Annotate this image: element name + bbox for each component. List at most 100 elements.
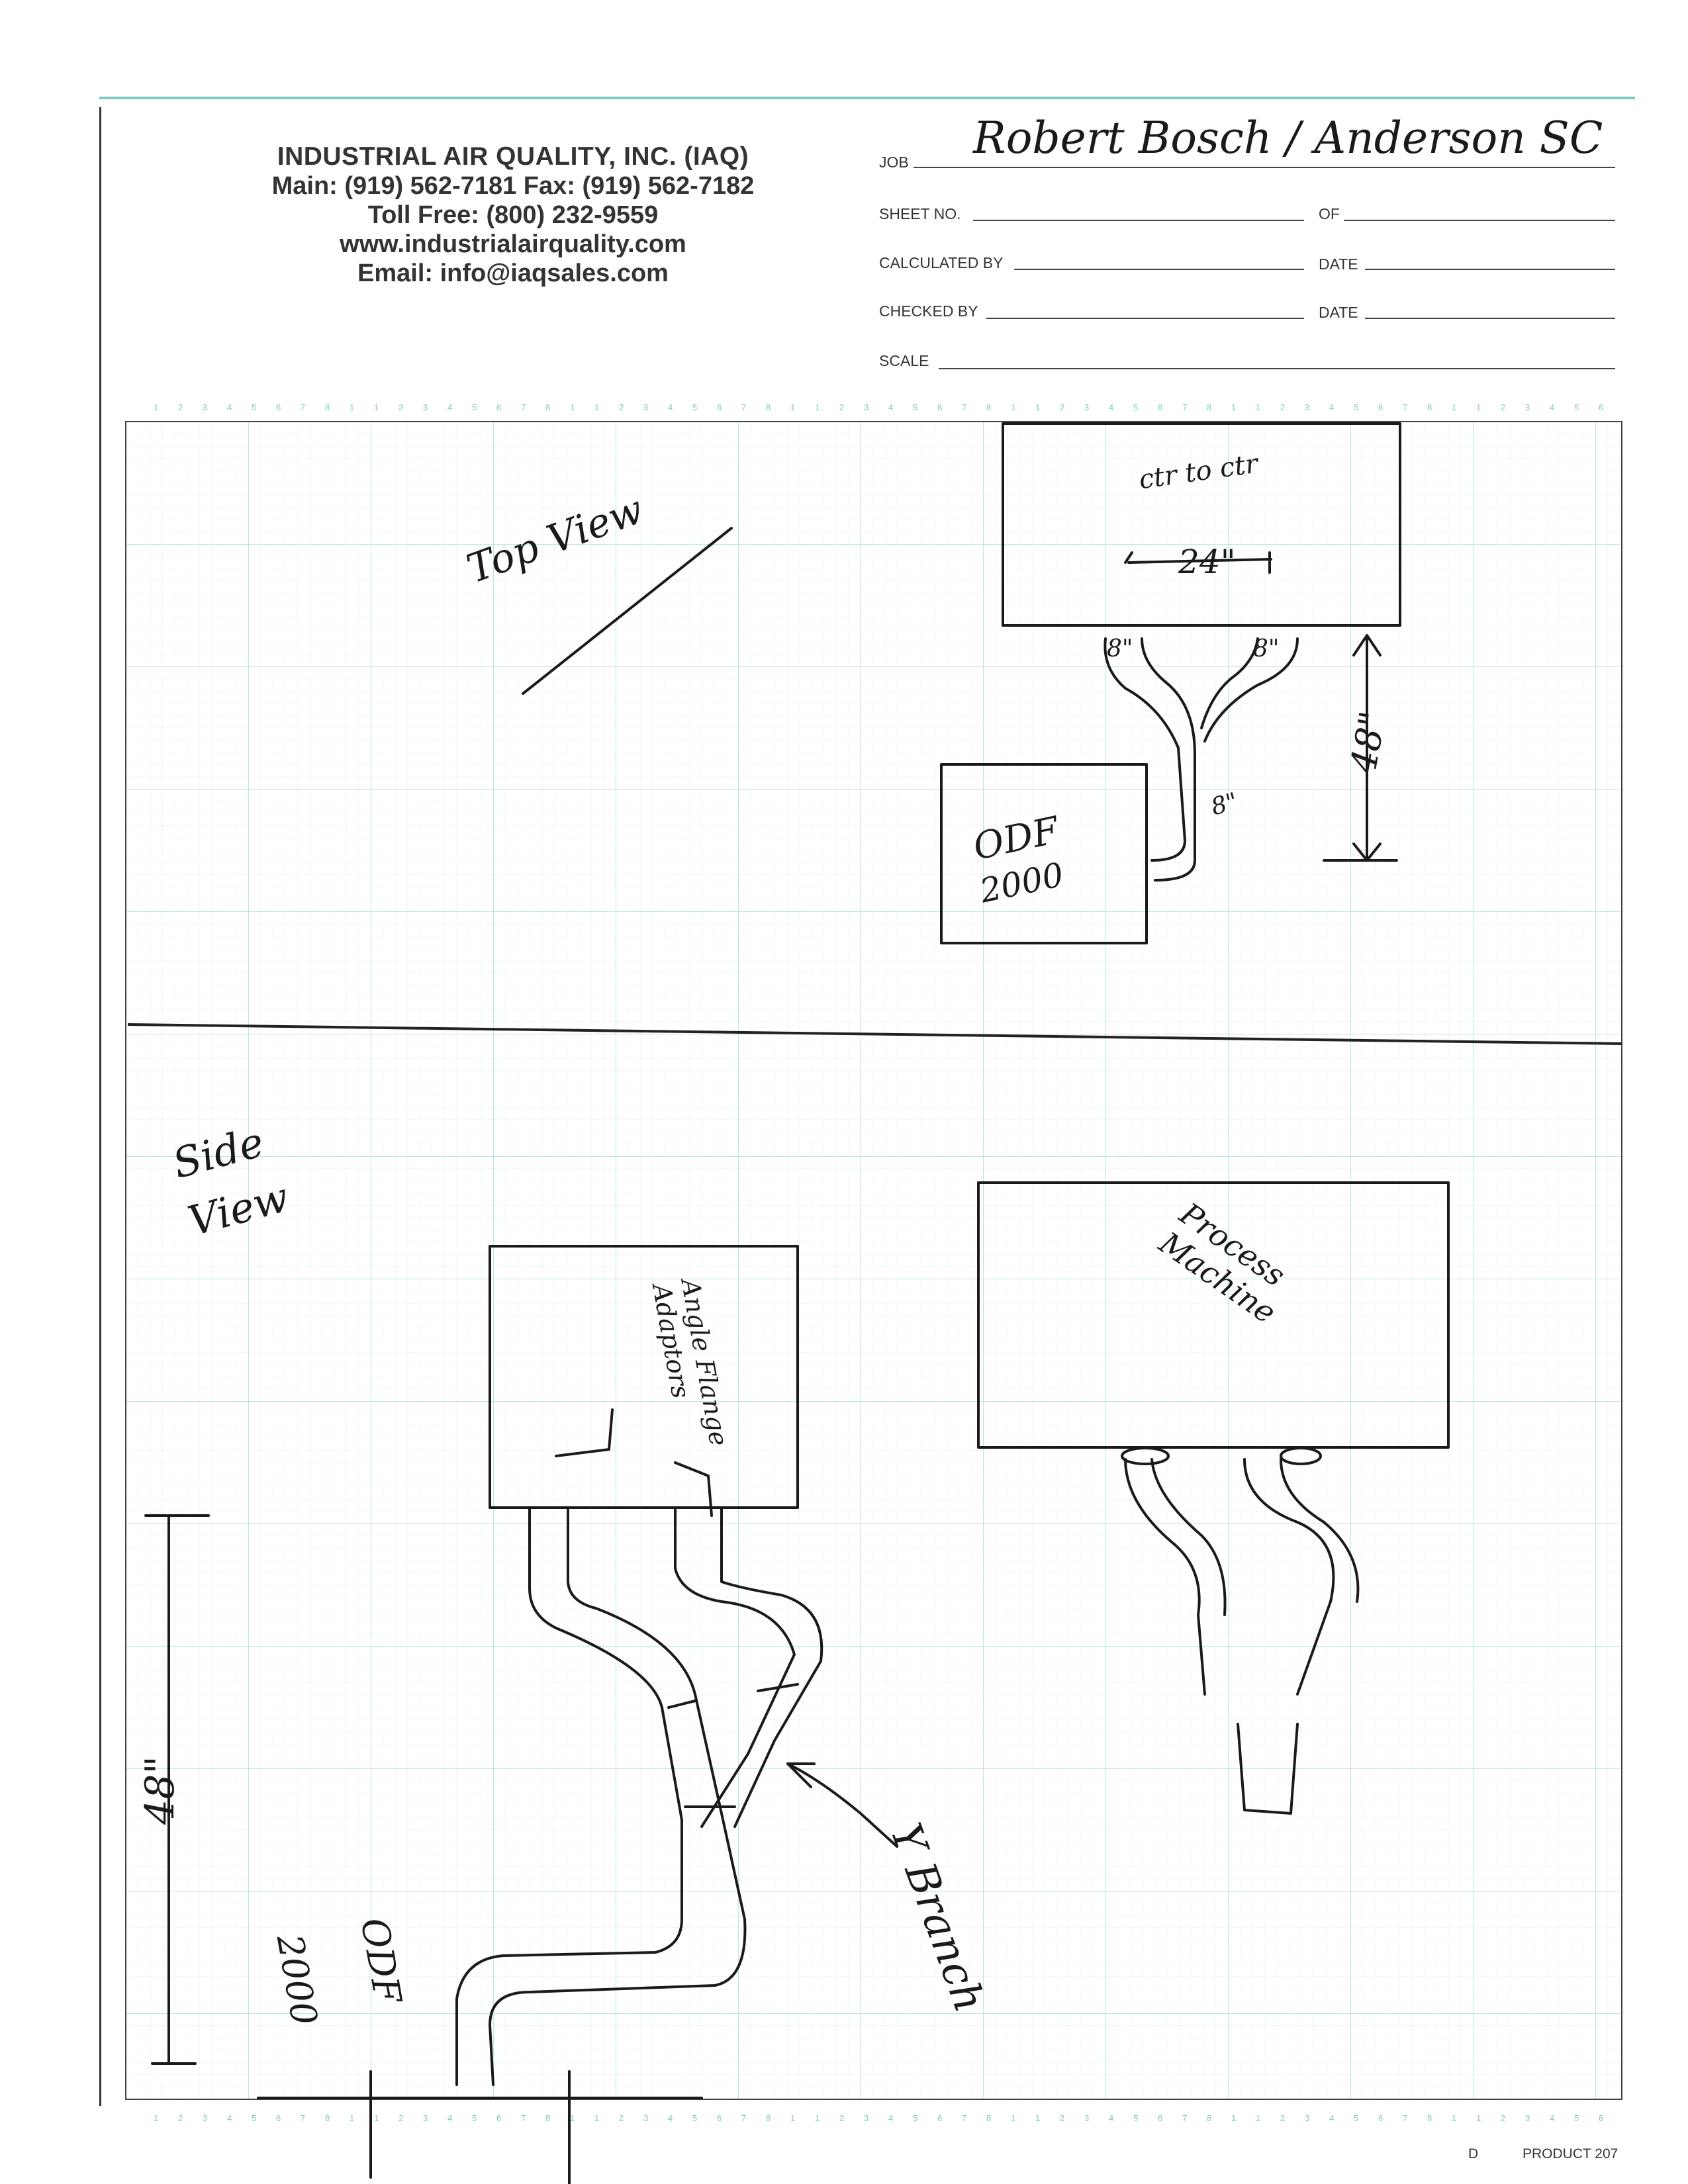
- ruler-digit: 7: [741, 2113, 747, 2123]
- ruler-digit: 1: [350, 2113, 355, 2123]
- ruler-digit: 2: [1501, 2113, 1506, 2123]
- ruler-digit: 6: [1599, 2113, 1604, 2123]
- company-name: INDUSTRIAL AIR QUALITY, INC. (IAQ): [277, 142, 749, 171]
- ruler-digit: 7: [1182, 402, 1188, 412]
- ruler-digit: 8: [766, 402, 771, 412]
- ruler-digit: 2: [178, 402, 183, 412]
- ruler-digit: 1: [570, 402, 575, 412]
- ruler-digit: 6: [276, 402, 281, 412]
- sheet-line: [973, 220, 1304, 221]
- ruler-digit: 1: [374, 402, 379, 412]
- frame-left-border: [99, 107, 101, 2106]
- ruler-digit: 1: [1256, 402, 1261, 412]
- ruler-digit: 7: [521, 2113, 526, 2123]
- ruler-digit: 1: [594, 2113, 600, 2123]
- scale-line: [939, 368, 1615, 369]
- ruler-digit: 3: [423, 2113, 428, 2123]
- ruler-digit: 1: [570, 2113, 575, 2123]
- ruler-digit: 1: [790, 2113, 796, 2123]
- ruler-digit: 4: [1550, 402, 1555, 412]
- side-duct-right-outer: [720, 1508, 823, 1828]
- ruler-digit: 6: [717, 2113, 722, 2123]
- view-divider: [127, 1023, 1622, 1045]
- ruler-digit: 1: [594, 402, 600, 412]
- ruler-digit: 2: [1060, 2113, 1065, 2123]
- top-duct-left: [1103, 637, 1186, 862]
- ruler-digit: 2: [399, 2113, 404, 2123]
- ruler-digit: 6: [496, 2113, 502, 2123]
- ruler-digit: 6: [276, 2113, 281, 2123]
- ruler-digit: 7: [521, 402, 526, 412]
- of-label: OF: [1319, 205, 1340, 222]
- ruler-digit: 6: [496, 402, 502, 412]
- ruler-digit: 1: [374, 2113, 379, 2123]
- ruler-digit: 5: [1133, 2113, 1139, 2123]
- ruler-digit: 8: [325, 2113, 330, 2123]
- ruler-digit: 3: [1525, 2113, 1530, 2123]
- ruler-digit: 1: [815, 2113, 820, 2123]
- ruler-digit: 2: [619, 2113, 624, 2123]
- ruler-digit: 1: [1256, 2113, 1261, 2123]
- ruler-digit: 6: [1158, 2113, 1163, 2123]
- dim-48-top-arrow-up: [1352, 634, 1382, 657]
- ruler-digit: 3: [1525, 402, 1530, 412]
- ruler-digit: 7: [1403, 402, 1408, 412]
- ruler-digit: 8: [545, 2113, 551, 2123]
- ruler-digit: 4: [1109, 2113, 1114, 2123]
- ruler-digit: 3: [1084, 402, 1090, 412]
- ruler-digit: 3: [643, 402, 649, 412]
- ruler-digit: 1: [1231, 402, 1237, 412]
- company-email: Email: info@iaqsales.com: [357, 259, 669, 287]
- side-duct-joint-1: [667, 1700, 696, 1709]
- process-duct-branches: [1124, 1458, 1335, 1696]
- ruler-digit: 3: [203, 2113, 208, 2123]
- side-duct-left: [455, 1508, 683, 2086]
- dim-8-right: 8": [1253, 635, 1280, 662]
- sheet-label: SHEET NO.: [879, 205, 961, 222]
- grid-major: [126, 422, 1622, 2099]
- side-duct-right: [674, 1508, 796, 1828]
- side-adapter-box: [489, 1245, 799, 1509]
- process-duct-trunk: [1237, 1723, 1299, 1815]
- ruler-digit: 7: [962, 2113, 967, 2123]
- ruler-digit: 6: [1599, 402, 1604, 412]
- ruler-digit: 3: [1305, 2113, 1310, 2123]
- ruler-digit: 7: [1182, 2113, 1188, 2123]
- ruler-digit: 8: [986, 402, 992, 412]
- top-view-underline: [522, 527, 733, 695]
- ruler-digit: 5: [1133, 402, 1139, 412]
- ruler-digit: 4: [447, 2113, 453, 2123]
- ruler-digit: 2: [839, 402, 845, 412]
- ruler-digit: 6: [1158, 402, 1163, 412]
- ruler-digit: 6: [937, 2113, 943, 2123]
- ruler-digit: 7: [301, 402, 306, 412]
- top-machine-box: [1002, 422, 1401, 627]
- process-machine-box: [977, 1181, 1450, 1449]
- ruler-digit: 8: [1207, 2113, 1212, 2123]
- side-duct-left-outer: [489, 1508, 747, 2086]
- ruler-digit: 8: [766, 2113, 771, 2123]
- ruler-digit: 5: [252, 402, 257, 412]
- ruler-digit: 2: [1280, 2113, 1286, 2123]
- calculated-line: [1014, 269, 1304, 270]
- top-odf-box: [940, 763, 1148, 944]
- ruler-digit: 2: [839, 2113, 845, 2123]
- ruler-digit: 3: [864, 2113, 869, 2123]
- ruler-digit: 5: [1354, 402, 1359, 412]
- job-line: [914, 167, 1615, 168]
- date-label-2: DATE: [1319, 304, 1358, 321]
- dim-48-side: 48": [136, 1756, 183, 1825]
- ruler-digit: 2: [399, 402, 404, 412]
- ruler-digit: 8: [1427, 2113, 1432, 2123]
- process-duct-branches-inner: [1150, 1458, 1360, 1616]
- ruler-digit: 4: [668, 2113, 673, 2123]
- ruler-digit: 7: [301, 2113, 306, 2123]
- date-line-1: [1365, 269, 1615, 270]
- ruler-digit: 1: [1231, 2113, 1237, 2123]
- ruler-digit: 1: [1476, 2113, 1481, 2123]
- process-flange-left: [1121, 1447, 1170, 1465]
- job-label: JOB: [879, 154, 909, 171]
- ruler-digit: 5: [1574, 402, 1579, 412]
- dim-8-left: 8": [1107, 635, 1133, 662]
